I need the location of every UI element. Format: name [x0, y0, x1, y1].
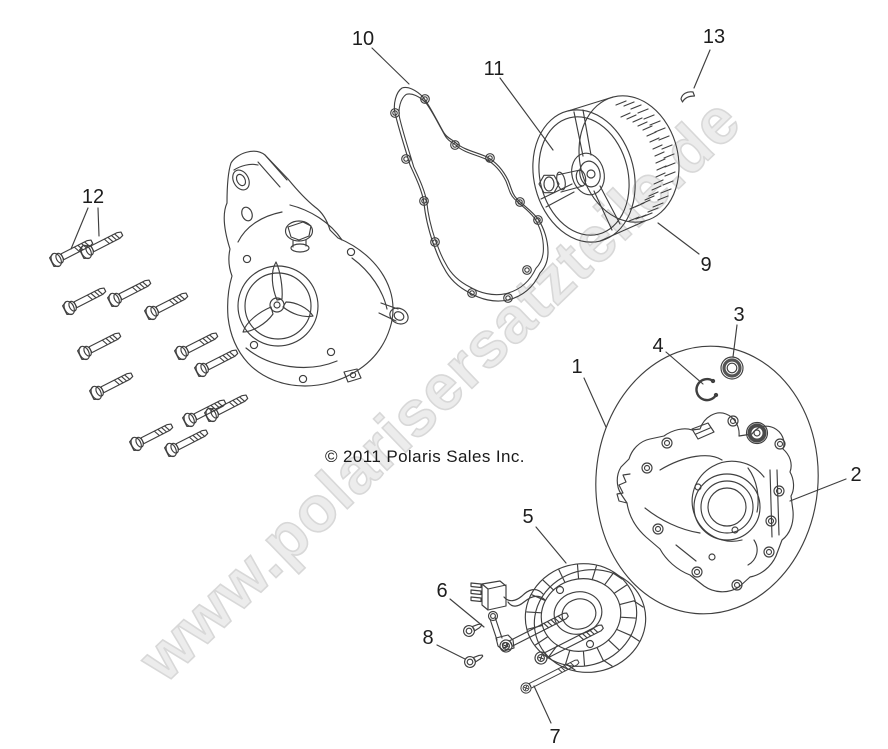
small-screw-6: [461, 619, 485, 639]
circlip-art: [695, 377, 719, 402]
flange-bolts-group: [48, 226, 251, 459]
callout-5: 5: [522, 506, 533, 528]
woodruff-key-art: [680, 91, 696, 103]
clutch-cover-art: [223, 150, 409, 387]
stator-art: [524, 563, 647, 673]
callout-2: 2: [850, 464, 861, 486]
callout-13: 13: [703, 26, 725, 48]
callout-10: 10: [352, 28, 374, 50]
callout-12: 12: [82, 186, 104, 208]
small-screw-8: [462, 650, 486, 670]
callout-3: 3: [733, 304, 744, 326]
gasket-bolt-holes: [390, 94, 543, 303]
cover-ear-holes: [641, 415, 786, 591]
callout-9: 9: [700, 254, 711, 276]
bearing-art: [720, 356, 744, 380]
wire-connector-art: [470, 580, 546, 611]
sensor-bracket-art: [487, 610, 515, 652]
copyright-text: © 2011 Polaris Sales Inc.: [325, 447, 525, 466]
callout-6: 6: [436, 580, 447, 602]
callout-1: 1: [571, 356, 582, 378]
leader-lines: [70, 47, 847, 724]
callout-4: 4: [652, 335, 663, 357]
flywheel-rotor-art: [532, 95, 680, 243]
callout-8: 8: [422, 627, 433, 649]
callout-numbers: 1 2 3 4 5 6 7 8 9 10 11 12 13: [82, 26, 862, 748]
callout-11: 11: [484, 58, 505, 80]
gasket-art: [390, 86, 549, 303]
crankcase-cover-art: [616, 412, 795, 593]
callout-7: 7: [549, 726, 560, 748]
